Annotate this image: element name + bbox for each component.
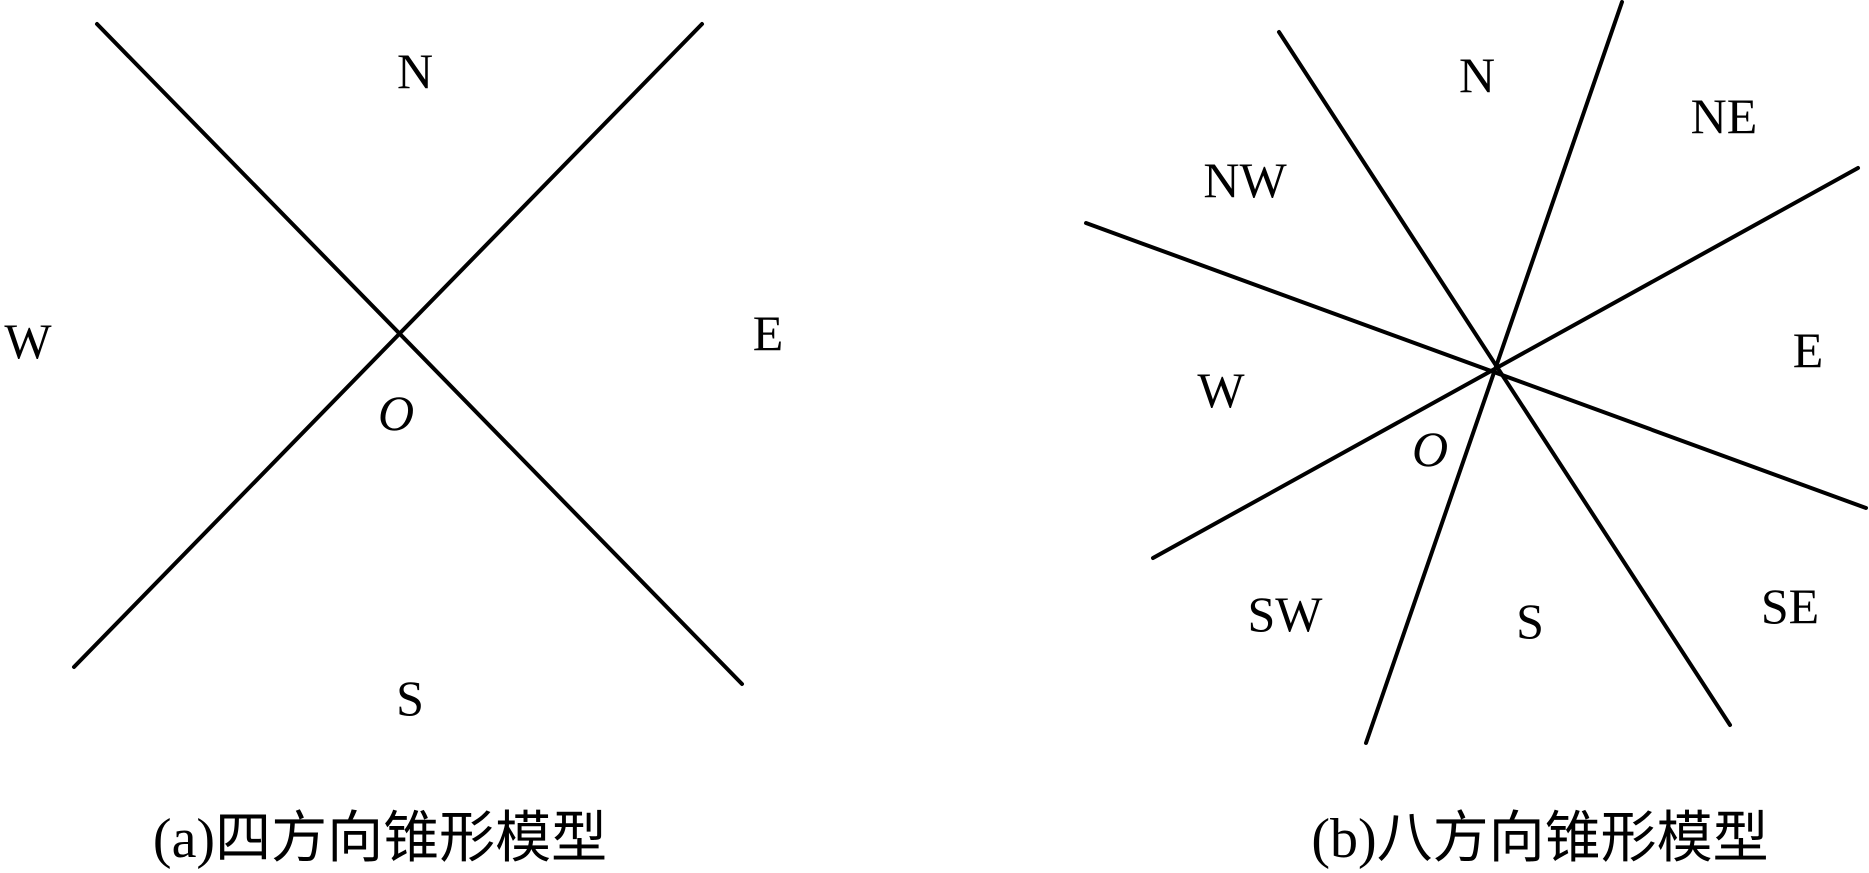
panel-a-four-direction-model: N E S W O (a)四方向锥形模型 — [4, 22, 784, 870]
panel-a-diagonal-line-2 — [72, 22, 704, 669]
panel-a-caption: (a)四方向锥形模型 — [153, 808, 607, 870]
panel-b-label-se: SE — [1761, 578, 1819, 634]
panel-a-label-n: N — [397, 43, 433, 99]
panel-b-label-s: S — [1516, 593, 1544, 649]
panel-b-line-ne-sw — [1151, 166, 1860, 560]
panel-b-eight-direction-model: N NE E SE S SW W NW O (b)八方向锥形模型 — [1084, 0, 1868, 870]
panel-a-origin-label: O — [378, 385, 414, 441]
panel-b-caption: (b)八方向锥形模型 — [1311, 808, 1768, 870]
panel-b-line-nw-se — [1277, 30, 1732, 727]
panel-b-line-w-e — [1084, 221, 1868, 510]
panel-b-label-ne: NE — [1691, 88, 1758, 144]
panel-a-label-s: S — [396, 670, 424, 726]
panel-b-origin-label: O — [1412, 421, 1448, 477]
panel-b-label-e: E — [1793, 322, 1824, 378]
panel-b-label-nw: NW — [1203, 152, 1287, 208]
panel-a-label-w: W — [4, 313, 52, 369]
panel-b-label-n: N — [1459, 47, 1495, 103]
panel-a-diagonal-line-1 — [95, 22, 744, 686]
panel-a-label-e: E — [753, 305, 784, 361]
panel-b-label-w: W — [1197, 362, 1245, 418]
panel-b-label-sw: SW — [1248, 586, 1324, 642]
